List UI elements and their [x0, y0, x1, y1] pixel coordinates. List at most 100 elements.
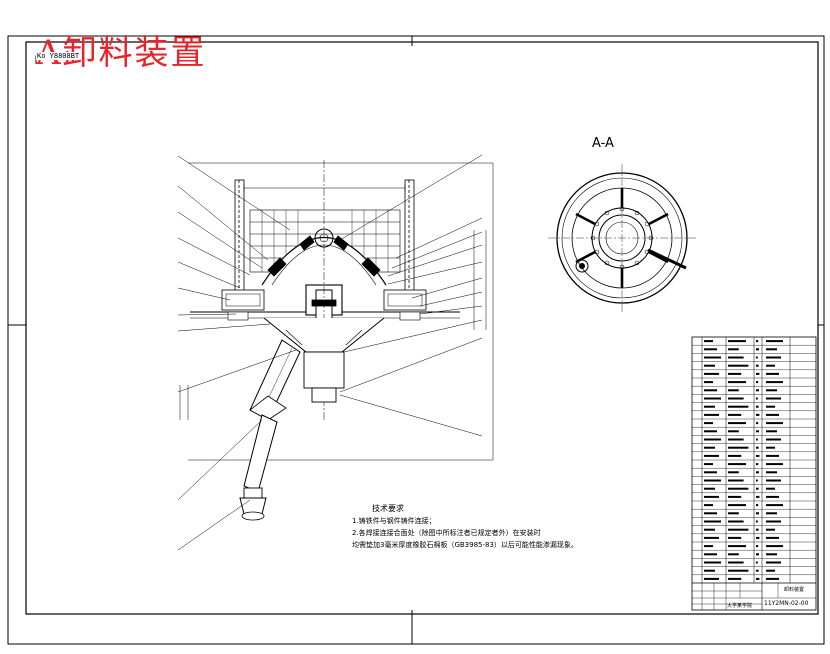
parts-list-cell-mark — [756, 479, 758, 482]
parts-list-cell-mark — [728, 372, 742, 375]
parts-list-cell-mark — [756, 512, 759, 515]
parts-list-cell-mark — [728, 446, 749, 449]
parts-list-cell-mark — [756, 577, 760, 580]
parts-list-cell-mark — [766, 348, 777, 351]
parts-list-cell-mark — [766, 340, 783, 343]
parts-list-cell-mark — [704, 553, 717, 556]
parts-list-cell-mark — [704, 454, 719, 457]
parts-list-cell-mark — [704, 413, 719, 416]
parts-list-cell-mark — [728, 430, 739, 433]
parts-list-cell-mark — [766, 545, 783, 548]
parts-list-cell-mark — [756, 471, 759, 474]
parts-list-cell-mark — [756, 405, 759, 408]
parts-list-cell-mark — [756, 413, 760, 416]
parts-list-cell-mark — [704, 340, 713, 343]
parts-list-cell-mark — [756, 561, 758, 564]
parts-list-cell-mark — [766, 553, 777, 556]
parts-list-cell-mark — [704, 545, 713, 548]
parts-list-cell-mark — [728, 479, 744, 482]
parts-list-cell-mark — [704, 569, 715, 572]
parts-list-cell-mark — [728, 512, 739, 515]
parts-list-cell-mark — [704, 348, 717, 351]
inner-border — [25, 41, 819, 615]
main-view — [177, 154, 494, 551]
parts-list-cell-mark — [704, 430, 717, 433]
parts-list-cell-mark — [766, 389, 777, 392]
parts-list-cell-mark — [756, 569, 759, 572]
parts-list-cell-mark — [704, 422, 713, 425]
parts-list-cell-mark — [766, 422, 783, 425]
parts-list-cell-mark — [728, 504, 746, 507]
parts-list-cell-mark — [756, 536, 760, 539]
parts-list-cell-mark — [766, 512, 777, 515]
parts-list-cell-mark — [704, 446, 715, 449]
outer-border — [7, 35, 825, 645]
parts-list-cell-mark — [766, 487, 775, 490]
parts-list-cell-mark — [766, 438, 781, 441]
parts-list-cell-mark — [756, 553, 759, 556]
title-block-school: 大学某学院 — [727, 603, 753, 609]
centering-marks — [8, 36, 824, 644]
parts-list-cell-mark — [766, 528, 775, 531]
parts-list-cell-mark — [728, 553, 739, 556]
parts-list-cell-mark — [728, 545, 746, 548]
technical-requirements: 技术要求 1.铸铁件与钢件铸件连接； 2.各焊接连接合面处（除图中所标注者已规定… — [352, 503, 578, 551]
parts-list-cell-mark — [766, 504, 783, 507]
tech-requirement-line: 均需垫加3毫米厚度橡胶石棉板（GB3985-83）以后可能性能渗漏现象。 — [352, 541, 578, 549]
parts-list-cell-mark — [766, 405, 775, 408]
parts-list-cell-mark — [704, 438, 721, 441]
section-label: A-A — [592, 136, 614, 151]
parts-list-cell-mark — [766, 479, 781, 482]
title-block — [692, 582, 816, 610]
parts-list-cell-mark — [704, 389, 717, 392]
parts-list-cell-mark — [728, 364, 749, 367]
parts-list-cell-mark — [728, 528, 749, 531]
parts-list-cell-mark — [756, 389, 759, 392]
parts-list-cell-mark — [728, 569, 749, 572]
parts-list-cell-mark — [756, 487, 759, 490]
parts-list-cell-mark — [704, 463, 713, 466]
parts-list-cell-mark — [704, 495, 719, 498]
parts-list-cell-mark — [728, 348, 739, 351]
parts-list-cell-mark — [756, 372, 760, 375]
parts-list-cell-mark — [728, 438, 744, 441]
parts-list-cells — [704, 340, 783, 580]
parts-list-cell-mark — [756, 397, 758, 400]
parts-list-cell-mark — [766, 471, 777, 474]
parts-list-cell-mark — [766, 381, 783, 384]
title-block-code: 11Y2MN-02-00 — [764, 600, 809, 607]
parts-list-cell-mark — [728, 471, 739, 474]
parts-list-cell-mark — [756, 495, 760, 498]
parts-list-cell-mark — [756, 364, 759, 367]
parts-list-cell-mark — [728, 340, 746, 343]
parts-list-cell-mark — [704, 381, 713, 384]
parts-list-cell-mark — [704, 512, 717, 515]
parts-list-cell-mark — [704, 405, 715, 408]
parts-list-cell-mark — [756, 381, 759, 384]
parts-list-cell-mark — [756, 504, 759, 507]
parts-list-cell-mark — [756, 422, 759, 425]
parts-list-cell-mark — [756, 348, 759, 351]
parts-list-cell-mark — [766, 454, 779, 457]
parts-list-cell-mark — [704, 356, 721, 359]
parts-list-cell-mark — [728, 389, 739, 392]
parts-list-cell-mark — [766, 577, 779, 580]
parts-list-cell-mark — [704, 504, 713, 507]
parts-list-cell-mark — [728, 413, 742, 416]
parts-list-cell-mark — [728, 561, 744, 564]
parts-list-cell-mark — [756, 463, 759, 466]
drawing-small-caption: Ko Y8808BT — [36, 52, 81, 60]
parts-list-cell-mark — [728, 422, 746, 425]
parts-list-cell-mark — [728, 520, 744, 523]
tech-requirement-line: 2.各焊接连接合面处（除图中所标注者已规定者外）在安装时 — [352, 529, 541, 537]
parts-list-cell-mark — [728, 487, 749, 490]
parts-list-cell-mark — [704, 471, 717, 474]
parts-list-cell-mark — [704, 364, 715, 367]
parts-list-cell-mark — [756, 430, 759, 433]
parts-list-cell-mark — [728, 454, 742, 457]
parts-list-cell-mark — [766, 356, 781, 359]
parts-list-rows — [692, 345, 816, 575]
parts-list-cell-mark — [756, 520, 758, 523]
parts-list-cell-mark — [766, 495, 779, 498]
